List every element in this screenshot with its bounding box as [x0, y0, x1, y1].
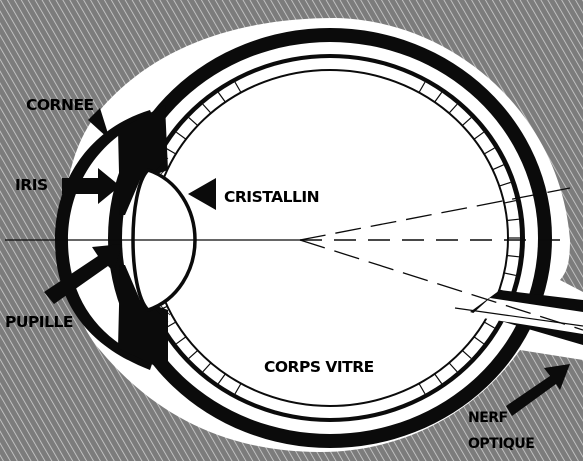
label-nerf: NERF	[468, 410, 508, 426]
label-iris: IRIS	[15, 176, 48, 194]
label-optique: OPTIQUE	[468, 436, 534, 452]
label-pupille: PUPILLE	[5, 313, 73, 331]
label-cornee: CORNEE	[26, 96, 94, 114]
label-cristallin: CRISTALLIN	[224, 188, 319, 206]
label-corps-vitre: CORPS VITRE	[264, 358, 374, 376]
